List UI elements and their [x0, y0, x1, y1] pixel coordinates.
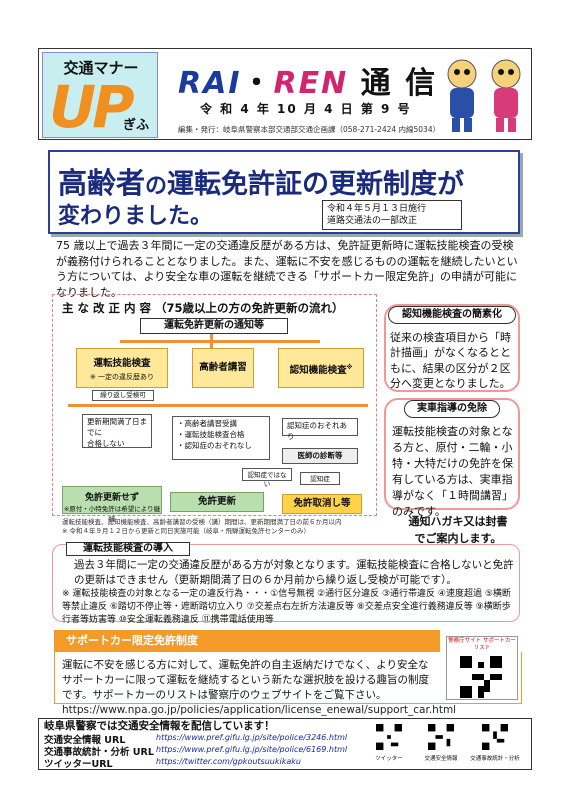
postcard-2: でご案内します。	[414, 531, 502, 545]
header-frame	[38, 48, 532, 140]
tech-exam-section	[52, 544, 520, 622]
flow-revocation: 免許取消し等	[282, 494, 362, 514]
safety-qr-icon[interactable]	[428, 724, 454, 750]
newsletter-title: RAI・REN 通 信	[178, 58, 437, 102]
title-rai: RAI	[178, 66, 242, 101]
qr-label-safety: 交通安全情報	[424, 756, 458, 762]
footer-label-twitter: ツイッターURL	[44, 759, 113, 770]
flow-lecture: 高齢者講習	[192, 348, 254, 388]
issue-date: 令 和 4 年 10 月 4 日 第 9 号	[200, 102, 412, 116]
support-car-heading: サポートカー限定免許制度	[54, 630, 440, 652]
headline-no: の	[145, 174, 168, 199]
cognitive-simplify-text: 従来の検査項目から「時計描画」がなくなるとともに、結果の区分が２区分へ変更となり…	[390, 331, 511, 391]
flow-footnote: 運転技能検査、認知機能検査、高齢者講習の受検（講）期間は、更新期間満了日の前６か…	[62, 518, 382, 536]
flow-heading: 主 な 改 正 内 容 （75歳以上の方の免許更新の流れ）	[62, 301, 344, 315]
cognitive-label: 認知機能検査	[289, 365, 347, 377]
arrow-row	[68, 404, 368, 407]
footer-label-safety: 交通安全情報 URL	[44, 735, 126, 746]
postcard-1: 通知ハガキ又は封書	[408, 515, 508, 528]
headline-line2: 変わりました。	[58, 204, 213, 229]
enforcement-law: 道路交通法の一部改正	[327, 216, 418, 227]
flow-not-passed: 更新期間満了日までに 合格しない	[82, 414, 152, 448]
flow-not-dementia: 認知症ではない	[242, 468, 292, 488]
cognitive-sup: ※	[346, 364, 353, 371]
footer-label-stats: 交通事故統計・分析 URL	[44, 747, 154, 758]
flow-diagram-frame	[52, 294, 377, 516]
title-ren: REN	[273, 66, 349, 101]
tech-exam-label: 運転技能検査	[93, 358, 151, 369]
cognitive-simplify-heading: 認知機能検査の簡素化	[388, 306, 516, 324]
violation-list: ※ 運転技能検査の対象となる一定の違反行為・・・①信号無視 ②通行区分違反 ③通…	[62, 589, 511, 626]
headline-line1: 高齢者の運転免許証の更新制度が	[58, 160, 464, 202]
not-passed-2: 合格しない	[87, 438, 125, 448]
flow-doctor: 医師の診断等	[282, 448, 358, 464]
title-tsushin: 通 信	[360, 66, 438, 101]
stats-qr-icon[interactable]	[482, 724, 508, 750]
support-car-text: 運転に不安を感じる方に対して、運転免許の自主返納だけでなく、より安全なサポートカ…	[62, 659, 429, 701]
footer-url-stats[interactable]: https://www.pref.gifu.lg.jp/site/police/…	[156, 745, 348, 754]
support-car-section	[54, 652, 522, 704]
logo-up-text: UP	[49, 73, 135, 138]
enforcement-note: 令和４年５月１３日施行 道路交通法の一部改正	[322, 200, 462, 231]
logo-top-text: 交通マナー	[63, 59, 139, 77]
footnote-2: ※ 令和４年９月１２日から更新と同日実施可能（岐阜・飛騨運転免許センターのみ）	[62, 527, 311, 536]
condition-3: ・認知症のおそれなし	[177, 440, 252, 450]
tech-exam-text: 過去３年間に一定の交通違反歴がある方が対象となります。運転技能検査に合格しないと…	[74, 559, 514, 586]
headline-license: 運転免許証の更新制度が	[167, 169, 465, 200]
title-dot: ・	[241, 66, 274, 101]
tech-exam-heading: 運転技能検査の導入	[66, 542, 190, 556]
logo: 交通マナー UP ぎふ	[42, 52, 158, 138]
twitter-qr-icon[interactable]	[376, 724, 402, 750]
enforcement-date: 令和４年５月１３日施行	[327, 204, 427, 214]
flow-notice: 運転免許更新の通知等	[140, 318, 288, 334]
support-car-url[interactable]: https://www.npa.go.jp/policies/applicati…	[62, 704, 457, 716]
no-renewal-label: 免許更新せず	[84, 493, 139, 503]
road-exemption-text: 運転技能検査の対象となる方と、原付・二輪・小特・大特だけの免許を保有している方は…	[392, 425, 513, 518]
arrow-branch	[120, 340, 320, 343]
condition-2: ・運転技能検査合格	[177, 429, 245, 439]
footer-heading: 岐阜県警察では交通安全情報を配信しています！	[44, 720, 275, 732]
footer-url-twitter[interactable]: https://twitter.com/gpkoutsuukikaku	[156, 757, 301, 766]
tech-exam-sub: ※ 一定の違反歴あり	[89, 373, 155, 381]
publisher: 編集・発行：岐阜県警察本部交通部交通企画課（058-271-2424 内線503…	[178, 125, 441, 134]
no-renewal-sub: ※原付・小特免許は希望により継続	[63, 505, 161, 523]
flow-dementia: 認知症	[300, 472, 340, 485]
intro-text: 75 歳以上で過去３年間に一定の交通違反歴がある方は、免許証更新時に運転技能検査…	[56, 239, 518, 299]
footer-url-safety[interactable]: https://www.pref.gifu.lg.jp/site/police/…	[156, 733, 348, 742]
mascot-icon	[447, 59, 521, 132]
flow-dementia-risk: 認知症のおそれあり	[282, 418, 358, 441]
flow-repeat: 繰り返し受検可	[92, 390, 154, 401]
road-exemption-heading: 実車指導の免除	[404, 400, 500, 418]
qr-code-icon[interactable]	[460, 656, 502, 698]
postcard-note: 通知ハガキ又は封書 でご案内します。	[398, 514, 518, 547]
qr-label-twitter: ツイッター	[375, 756, 403, 762]
road-exemption-box	[384, 398, 520, 510]
qr-label-stats: 交通事故統計・分析	[470, 756, 520, 762]
flow-cognitive: 認知機能検査※	[278, 348, 364, 388]
flow-tech-exam: 運転技能検査 ※ 一定の違反歴あり	[76, 348, 168, 388]
flow-renewal: 免許更新	[170, 492, 264, 512]
condition-1: ・高齢者講習受講	[177, 419, 237, 428]
footnote-1: 運転技能検査、認知機能検査、高齢者講習の受検（講）期間は、更新期間満了日の前６か…	[62, 518, 342, 526]
flow-conditions: ・高齢者講習受講 ・運転技能検査合格 ・認知症のおそれなし	[172, 416, 270, 460]
headline-elderly: 高齢者	[58, 166, 146, 200]
logo-gifu-text: ぎふ	[122, 118, 149, 133]
not-passed-1: 更新期間満了日までに	[87, 417, 147, 437]
support-car-qr-label: 警察庁サイト サポートカーリスト	[448, 638, 516, 651]
flow-no-renewal: 免許更新せず ※原付・小特免許は希望により継続	[62, 486, 162, 523]
